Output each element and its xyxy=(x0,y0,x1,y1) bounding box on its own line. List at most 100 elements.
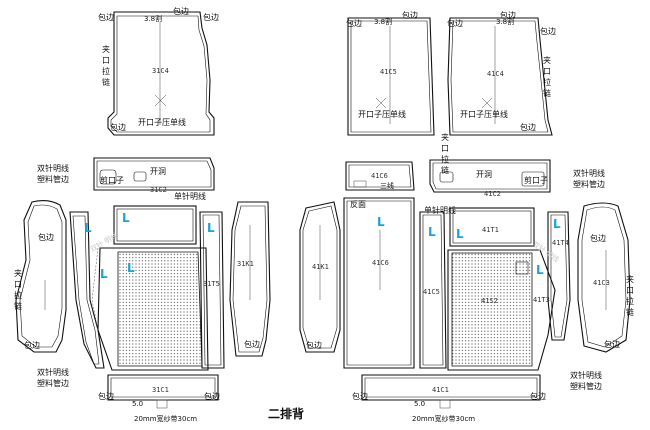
piece-41t4: 41T4 41T3 L xyxy=(533,211,571,341)
binding-label: 包边 xyxy=(402,10,418,20)
piece-41k1: 41K1 包边 xyxy=(299,201,341,353)
reverse-label: 反面 xyxy=(350,199,366,209)
zipper-label-left-top: 夹 口 拉 链 xyxy=(102,44,110,87)
cut-label: 剪口子 xyxy=(524,175,548,185)
zipper-label-right: 夹 口 拉 链 xyxy=(626,274,634,317)
pipe-label: 塑料管边 xyxy=(570,381,602,391)
binding-label: 包边 xyxy=(590,233,606,243)
stitch-label: 三线 xyxy=(380,181,394,190)
svg-text:链: 链 xyxy=(14,301,22,311)
L-marker: L xyxy=(84,221,92,235)
part-code: 31K1 xyxy=(237,260,254,268)
binding-label: 包边 xyxy=(173,6,189,16)
watermark: 双针 明线 xyxy=(89,231,120,254)
tape-label: 20mm宽纱带30cm xyxy=(134,414,197,423)
piece-31c1: 31C1 包边 包边 5.0 20mm宽纱带30cm xyxy=(98,374,220,423)
part-code: 41C5 xyxy=(423,288,440,296)
svg-text:口: 口 xyxy=(626,286,634,295)
L-marker: L xyxy=(207,221,215,235)
dim-label: 5.0 xyxy=(132,400,143,408)
svg-text:口: 口 xyxy=(102,56,110,65)
part-code: 31C1 xyxy=(152,386,169,394)
svg-text:夹: 夹 xyxy=(441,132,449,142)
pipe-label: 塑料管边 xyxy=(573,179,605,189)
part-code: 41C3 xyxy=(593,279,610,287)
binding-label: 包边 xyxy=(352,391,368,401)
svg-text:拉: 拉 xyxy=(441,154,449,164)
zipper-label-right-top: 夹 口 拉 链 xyxy=(543,55,551,98)
piece-41c4: 41C4 3.8割 包边 包边 包边 包边 开口子压单线 xyxy=(447,10,556,136)
L-marker: L xyxy=(377,215,385,229)
binding-label: 包边 xyxy=(24,340,40,350)
svg-text:链: 链 xyxy=(102,77,110,87)
pipe-label: 塑料管边 xyxy=(37,378,69,388)
svg-text:口: 口 xyxy=(543,67,551,76)
page-title: 二排背 xyxy=(268,406,304,421)
svg-text:夹: 夹 xyxy=(14,268,22,278)
svg-text:拉: 拉 xyxy=(14,290,22,300)
piece-31c2: 31C2 开洞 剪口子 单针明线 xyxy=(93,157,215,201)
L-marker: L xyxy=(553,217,561,231)
piece-31c2-inner: L xyxy=(113,205,197,245)
binding-label: 包边 xyxy=(500,10,516,20)
part-code: 41C5 xyxy=(380,68,397,76)
L-marker: L xyxy=(127,261,135,275)
svg-text:口: 口 xyxy=(14,280,22,289)
binding-label: 包边 xyxy=(520,122,536,132)
stitch-label: 双针明线 xyxy=(37,163,69,173)
svg-text:拉: 拉 xyxy=(626,296,634,306)
seam-label: 开口子压单线 xyxy=(138,117,186,127)
piece-31c4: 31C4 3.8割 包边 包边 包边 包边 开口子压单线 xyxy=(98,6,219,136)
svg-text:夹: 夹 xyxy=(543,55,551,65)
part-code: 41K1 xyxy=(312,263,329,271)
stitch-label: 单针明线 xyxy=(174,191,206,201)
binding-label: 包边 xyxy=(110,122,126,132)
svg-text:链: 链 xyxy=(543,88,551,98)
binding-label: 包边 xyxy=(203,12,219,22)
seam-label: 开口子压单线 xyxy=(358,109,406,119)
piece-41t1: 41T1 L xyxy=(449,207,535,247)
binding-label: 包边 xyxy=(98,391,114,401)
part-code: 31C4 xyxy=(152,67,169,75)
svg-text:链: 链 xyxy=(441,165,449,175)
binding-label: 包边 xyxy=(306,340,322,350)
part-code: 41T3 xyxy=(533,296,550,304)
piece-41c5: 41C5 3.8割 包边 包边 开口子压单线 xyxy=(346,10,435,136)
part-code: 41C6 xyxy=(372,259,389,267)
svg-text:拉: 拉 xyxy=(543,77,551,87)
part-code: 41T4 xyxy=(552,239,569,247)
part-code: 41T1 xyxy=(482,226,499,234)
svg-text:口: 口 xyxy=(441,144,449,153)
dim-label: 3.8割 xyxy=(496,17,514,26)
L-marker: L xyxy=(536,263,544,277)
pipe-label: 塑料管边 xyxy=(37,174,69,184)
dim-label: 3.8割 xyxy=(374,17,392,26)
part-code: 31C2 xyxy=(150,186,167,194)
binding-label: 包边 xyxy=(447,18,463,28)
seam-label: 开口子压单线 xyxy=(460,109,508,119)
svg-text:夹: 夹 xyxy=(102,44,110,54)
piece-41c3: 41C3 包边 包边 xyxy=(577,202,631,353)
L-marker: L xyxy=(122,211,130,225)
tape-label: 20mm宽纱带30cm xyxy=(412,414,475,423)
part-code: 41C4 xyxy=(487,70,504,78)
L-marker: L xyxy=(456,227,464,241)
cut-label: 剪口子 xyxy=(100,175,124,185)
piece-31t5: 31T5 L xyxy=(199,211,225,369)
binding-label: 包边 xyxy=(346,18,362,28)
part-code: 41C1 xyxy=(432,386,449,394)
binding-label: 包边 xyxy=(530,391,546,401)
stitch-label: 双针明线 xyxy=(570,370,602,380)
zipper-label-right-mid: 夹 口 拉 链 xyxy=(441,132,449,175)
svg-text:夹: 夹 xyxy=(626,274,634,284)
part-code: 41S2 xyxy=(481,297,498,305)
stitch-label: 单针明线 xyxy=(424,205,456,215)
binding-label: 包边 xyxy=(244,339,260,349)
binding-label: 包边 xyxy=(38,232,54,242)
piece-41s2: 41S2 L xyxy=(447,249,556,371)
part-code: 31T5 xyxy=(203,280,220,288)
piece-left-side: 包边 包边 xyxy=(15,199,67,353)
piece-mesh-left: L xyxy=(91,247,209,371)
piece-41c6-top: 41C6 三线 xyxy=(345,161,415,191)
